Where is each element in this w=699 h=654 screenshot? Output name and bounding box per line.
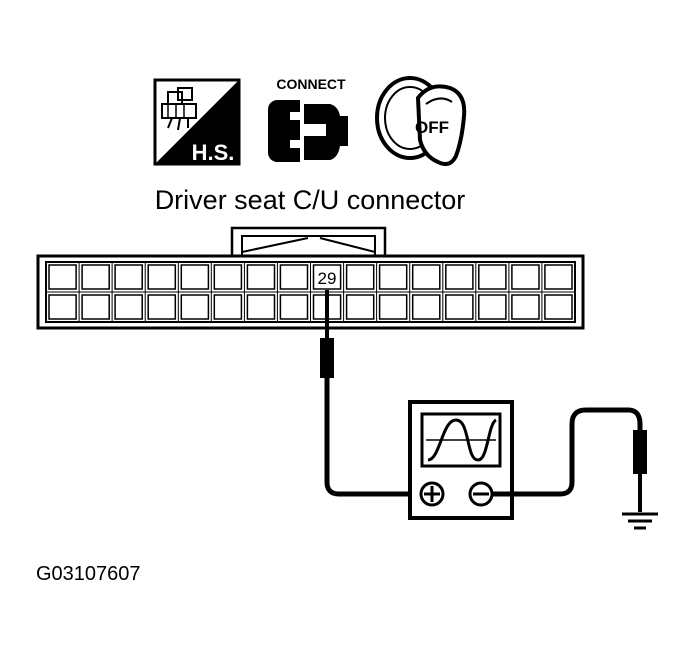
terminal-cavity — [478, 264, 507, 290]
terminal-cavity — [213, 294, 243, 320]
terminal-cavity — [147, 294, 177, 320]
ground-symbol-icon — [622, 512, 658, 530]
connector-title: Driver seat C/U connector — [155, 185, 466, 215]
terminal-cavity — [114, 264, 143, 290]
plus-terminal-icon — [419, 481, 445, 507]
connect-icon: CONNECT — [268, 76, 348, 162]
harness-side-icon: H.S. — [153, 78, 241, 166]
terminal-cavity — [279, 294, 309, 320]
oscilloscope-icon — [408, 400, 514, 520]
minus-terminal-icon — [468, 481, 494, 507]
terminal-cavity — [544, 294, 573, 320]
terminal-cavity — [345, 294, 375, 320]
terminal-cavity — [147, 264, 177, 290]
terminal-cavity — [445, 294, 474, 320]
terminal-cavity — [246, 294, 276, 320]
figure-code: G03107607 — [36, 563, 141, 585]
positive-probe — [320, 290, 415, 497]
terminal-cavity — [48, 264, 77, 290]
ignition-off-icon: OFF — [375, 76, 467, 166]
terminal-cavity — [213, 264, 243, 290]
terminal-cavity — [378, 294, 408, 320]
terminal-cavity — [511, 264, 540, 290]
terminal-cavity — [180, 294, 210, 320]
ignition-off-label: OFF — [415, 118, 449, 137]
terminal-cavity — [246, 264, 276, 290]
terminal-cavity — [478, 294, 507, 320]
terminal-cavity — [511, 294, 540, 320]
terminal-cavity — [411, 294, 441, 320]
connect-label: CONNECT — [276, 76, 346, 92]
terminal-cavity — [445, 264, 474, 290]
terminal-cavity — [544, 264, 573, 290]
terminal-29-label: 29 — [318, 269, 337, 288]
terminal-cavity — [345, 264, 375, 290]
terminal-cavity — [81, 294, 110, 320]
terminal-cavity — [378, 264, 408, 290]
terminal-cavity — [279, 264, 309, 290]
terminal-cavity — [180, 264, 210, 290]
terminal-cavity — [312, 264, 342, 290]
harness-side-label: H.S. — [192, 140, 235, 165]
terminal-cavity — [81, 264, 110, 290]
terminal-cavity — [48, 294, 77, 320]
connector-face: 29 — [36, 226, 585, 330]
ground-lead — [492, 407, 647, 512]
terminal-cavity — [114, 294, 143, 320]
terminal-grid — [46, 262, 575, 322]
terminal-cavity — [411, 264, 441, 290]
